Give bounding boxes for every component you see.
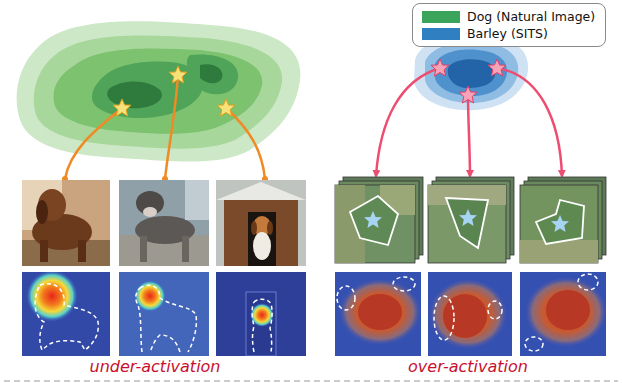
heatmap: [22, 272, 110, 356]
dog-photo: [216, 180, 306, 266]
arrows: [376, 68, 562, 176]
heatmap: [216, 272, 306, 356]
barley-stars: [431, 59, 506, 103]
heatmap: [428, 272, 512, 356]
legend-text: Dog (Natural Image): [467, 9, 595, 24]
legend-row: Barley (SITS): [422, 25, 595, 42]
sits-stack: [520, 177, 606, 263]
heatmap: [520, 272, 606, 356]
legend-swatch: [422, 11, 460, 23]
heatmap: [119, 272, 209, 356]
separator-line: [4, 380, 618, 381]
caption-label: over-activation: [408, 357, 528, 376]
legend-row: Dog (Natural Image): [422, 8, 595, 25]
dog-stars: [113, 66, 235, 116]
dog-distribution: [17, 21, 301, 161]
sits-stack: [428, 177, 514, 263]
caption-label: under-activation: [90, 357, 221, 376]
legend-text: Barley (SITS): [467, 26, 548, 41]
legend-box: Dog (Natural Image) Barley (SITS): [412, 3, 606, 47]
leader-lines: [65, 75, 265, 179]
dog-photo: [22, 180, 110, 266]
heatmap: [335, 272, 421, 356]
sits-stack: [335, 177, 423, 263]
legend-swatch: [422, 28, 460, 40]
dog-photo: [119, 180, 209, 266]
